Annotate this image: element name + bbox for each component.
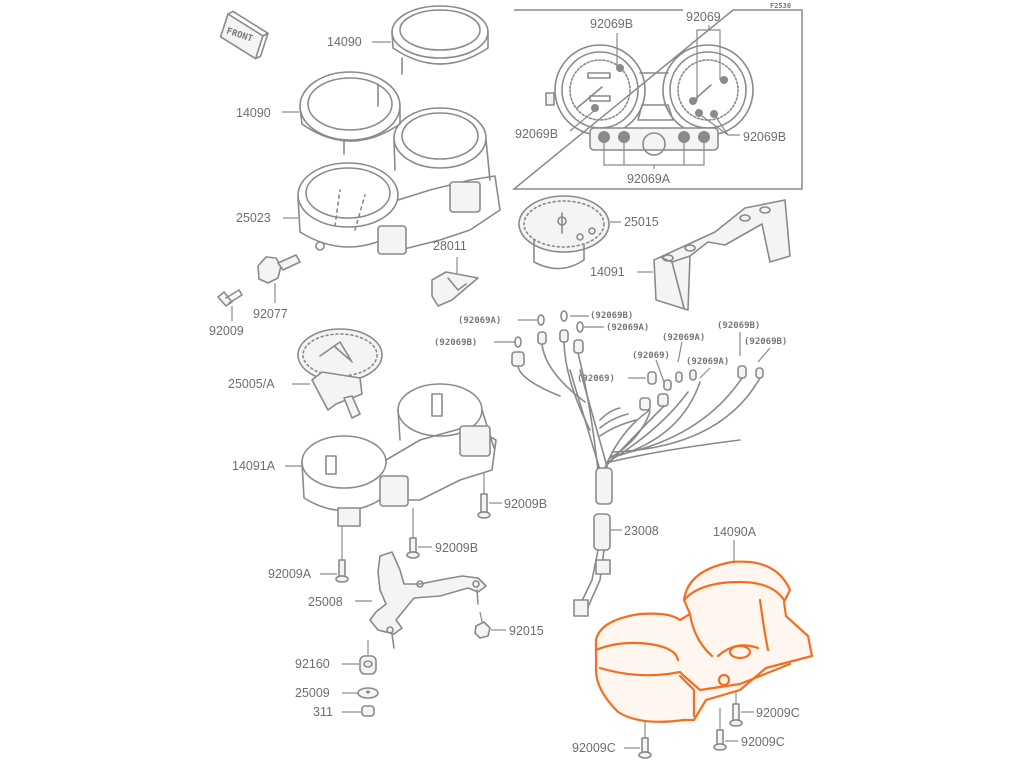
bulb-label: (92069B) [744,337,787,347]
part-14090A-highlighted[interactable]: 14090A [594,525,814,723]
label-92009B-2: 92009B [435,541,478,555]
bulb-label: (92069) [632,351,670,361]
bulb-label: (92069A) [458,316,501,326]
part-92015[interactable]: 92015 [474,611,544,639]
part-92009C-3[interactable]: 92009C [572,722,652,759]
inset-label-92069: 92069 [686,10,721,24]
label-92009C-3: 92009C [572,741,616,755]
label-25009: 25009 [295,686,330,700]
label-14090A: 14090A [713,525,757,539]
inset-meter-assembly: 92069B 92069 92069B 92069B 92069A [511,9,803,190]
bulb-label: (92069A) [606,323,649,333]
part-25009[interactable]: 25009 [295,686,379,700]
label-28011: 28011 [433,239,467,253]
part-25005A[interactable]: 25005/A [228,328,383,419]
part-23008-harness[interactable]: 23008 [511,310,764,617]
part-92160[interactable]: 92160 [295,640,377,675]
part-92009[interactable]: 92009 [209,289,244,338]
label-25005A: 25005/A [228,377,275,391]
label-92009: 92009 [209,324,244,338]
label-92009C-1: 92009C [756,706,800,720]
part-25023[interactable]: 25023 [236,107,501,255]
front-marker-icon: FRONT [219,10,269,60]
inset-frame [511,9,803,190]
label-23008: 23008 [624,524,659,538]
label-14091A: 14091A [232,459,276,473]
label-14090-left: 14090 [236,106,271,120]
bulb-label: (92069B) [434,338,477,348]
label-92160: 92160 [295,657,330,671]
bulb-label: (92069B) [590,311,633,321]
part-14091[interactable]: 14091 [590,199,791,311]
label-92015: 92015 [509,624,544,638]
label-25015: 25015 [624,215,659,229]
part-28011[interactable]: 28011 [431,239,479,307]
part-92009C-1[interactable]: 92009C [729,692,800,727]
label-92009A: 92009A [268,567,312,581]
part-92009C-2[interactable]: 92009C [713,708,785,751]
part-14091A[interactable]: 14091A [232,383,497,527]
label-25023: 25023 [236,211,271,225]
part-311[interactable]: 311 [313,705,375,719]
part-92009B-1[interactable]: 92009B [477,472,547,519]
bulb-label: (92069A) [662,333,705,343]
label-25008: 25008 [308,595,343,609]
bulb-label: (92069A) [686,357,729,367]
bulb-label: (92069B) [717,321,760,331]
inset-label-92069B-right: 92069B [743,130,786,144]
part-92009B-2[interactable]: 92009B [406,508,478,559]
inset-label-92069B-top: 92069B [590,17,633,31]
bulb-label: (92069) [577,374,615,384]
part-14090-left[interactable]: 14090 [236,71,401,155]
part-25015[interactable]: 25015 [518,195,659,270]
inset-label-92069B-left: 92069B [515,127,558,141]
part-25008[interactable]: 25008 [308,551,487,649]
inset-label-92069A: 92069A [627,172,671,186]
label-92009B-1: 92009B [504,497,547,511]
part-92009A[interactable]: 92009A [268,526,349,583]
label-14090-top: 14090 [327,35,362,49]
label-92009C-2: 92009C [741,735,785,749]
label-92077: 92077 [253,307,288,321]
bulb-labels: (92069A) (92069B) (92069A) (92069B) (920… [434,311,787,384]
label-14091: 14091 [590,265,625,279]
label-311: 311 [313,705,333,719]
part-92077[interactable]: 92077 [253,254,301,321]
part-14090-top[interactable]: 14090 [327,5,489,75]
figure-code: F2530 [770,2,791,10]
